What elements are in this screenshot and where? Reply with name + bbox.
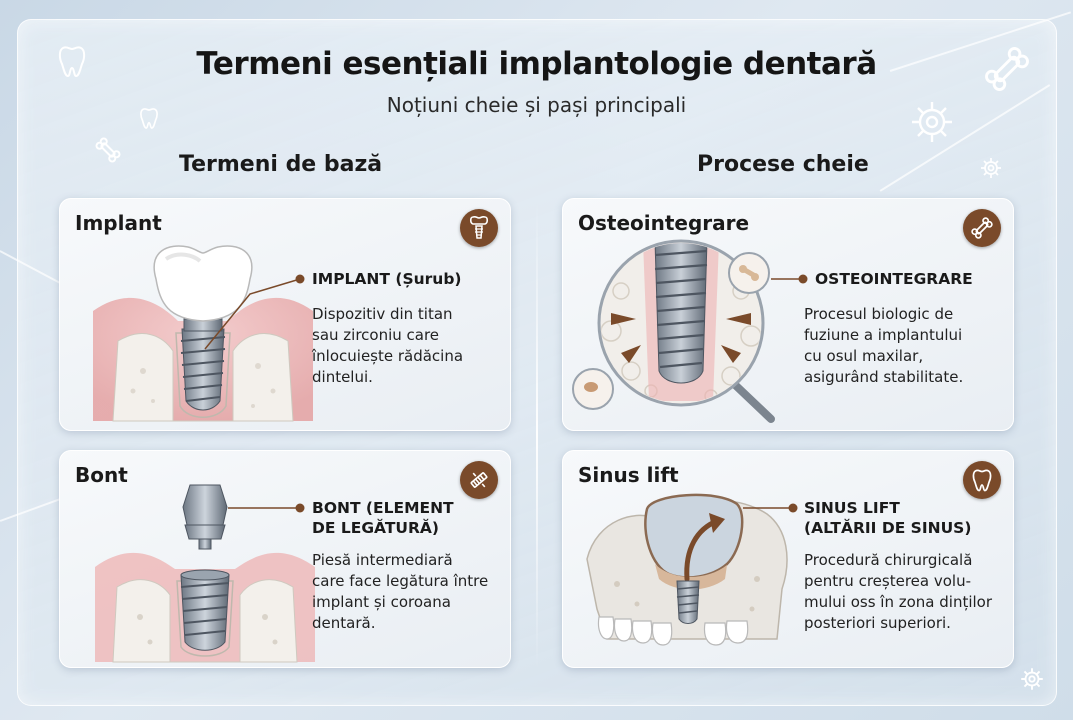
- desc-line: fuziune a implantului: [804, 326, 963, 344]
- desc-line: dentară.: [312, 614, 376, 632]
- bone-outline-icon: [985, 47, 1029, 91]
- implant-illustration: [93, 245, 313, 422]
- osteointegrare-description: Procesul biologic de fuziune a implantul…: [804, 304, 1009, 388]
- implant-description: Dispozitiv din titan sau zirconiu care î…: [312, 304, 512, 388]
- implant-leader-line: [204, 274, 305, 350]
- section-title-basic-terms: Termeni de bază: [179, 152, 383, 177]
- gear-outline-icon: [1021, 668, 1043, 690]
- osteointegrare-label: OSTEOINTEGRARE: [815, 270, 973, 288]
- tooth-outline-icon: [140, 108, 158, 129]
- implant-icon: [460, 209, 498, 247]
- desc-line: înlocuiește rădăcina: [312, 347, 464, 365]
- column-divider: [536, 200, 538, 670]
- card-sinus-lift: Sinus lift SINUS LIFT (ALTĂRII DE S: [562, 450, 1014, 668]
- desc-line: sau zirconiu care: [312, 326, 440, 344]
- section-title-key-processes: Procese cheie: [697, 152, 869, 177]
- sinus-lift-illustration: [586, 493, 788, 646]
- desc-line: Procesul biologic de: [804, 305, 954, 323]
- label-line: SINUS LIFT: [804, 499, 900, 517]
- label-line: (ALTĂRII DE SINUS): [804, 519, 972, 537]
- abutment-icon: [460, 461, 498, 499]
- desc-line: asigurând stabilitate.: [804, 368, 964, 386]
- tooth-outline-icon: [58, 46, 86, 78]
- label-line: BONT (ELEMENT: [312, 499, 454, 517]
- card-bont: Bont BONT (ELEMENT DE LE: [59, 450, 511, 668]
- card-implant: Implant IMPLANT (Șurub) D: [59, 198, 511, 431]
- page-subtitle: Noțiuni cheie și pași principali: [386, 93, 687, 117]
- desc-line: posteriori superiori.: [804, 614, 951, 632]
- desc-line: cu osul maxilar,: [804, 347, 924, 365]
- card-title-osteointegrare: Osteointegrare: [578, 211, 750, 235]
- bone-outline-icon: [95, 137, 121, 163]
- bone-icon: [963, 209, 1001, 247]
- bont-description: Piesă intermediară care face legătura în…: [312, 550, 507, 634]
- card-osteointegrare: Osteointegrare: [562, 198, 1014, 431]
- abutment-illustration: [95, 484, 315, 663]
- desc-line: Procedură chirurgicală: [804, 551, 973, 569]
- bont-leader-line: [228, 503, 305, 513]
- desc-line: care face legătura între: [312, 572, 489, 590]
- sinus-lift-label: SINUS LIFT (ALTĂRII DE SINUS): [804, 498, 971, 538]
- label-line: DE LEGĂTURĂ): [312, 519, 440, 537]
- sinus-lift-leader-line: [743, 503, 798, 513]
- card-title-bont: Bont: [75, 463, 128, 487]
- page-title: Termeni esențiali implantologie dentară: [196, 46, 877, 82]
- desc-line: implant și coroana: [312, 593, 451, 611]
- desc-line: dintelui.: [312, 368, 373, 386]
- gear-outline-icon: [981, 158, 1001, 178]
- bont-label: BONT (ELEMENT DE LEGĂTURĂ): [312, 498, 454, 538]
- tooth-icon: [963, 461, 1001, 499]
- osteointegration-illustration: [572, 239, 775, 423]
- gear-outline-icon: [912, 102, 952, 142]
- desc-line: Piesă intermediară: [312, 551, 453, 569]
- card-title-implant: Implant: [75, 211, 162, 235]
- implant-label: IMPLANT (Șurub): [312, 270, 462, 288]
- desc-line: Dispozitiv din titan: [312, 305, 453, 323]
- sinus-lift-description: Procedură chirurgicală pentru creșterea …: [804, 550, 1009, 634]
- desc-line: pentru creșterea volu-: [804, 572, 971, 590]
- osteointegrare-leader-line: [771, 274, 808, 284]
- card-title-sinus-lift: Sinus lift: [578, 463, 679, 487]
- desc-line: mului oss în zona dinților: [804, 593, 993, 611]
